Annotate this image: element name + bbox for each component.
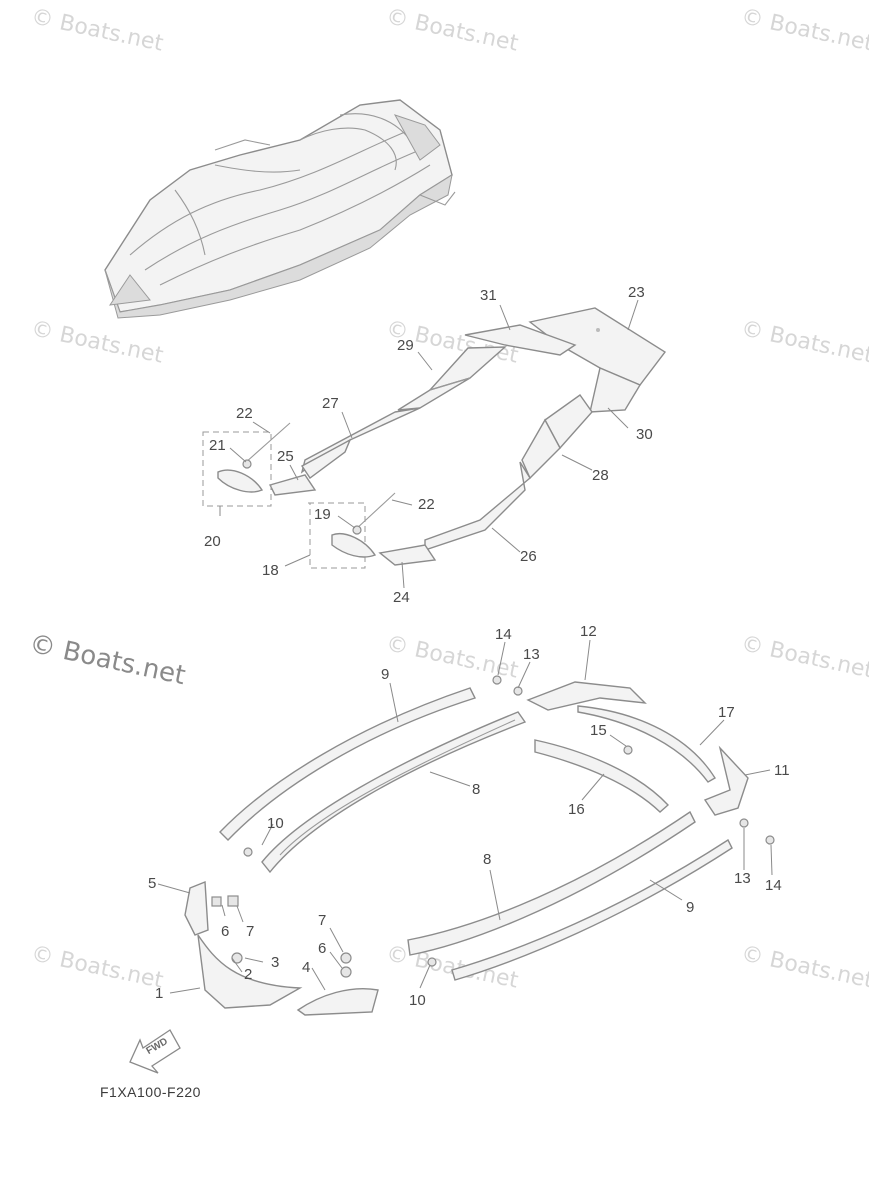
callout-30: 30 — [636, 426, 653, 443]
callout-16: 16 — [568, 801, 585, 818]
diagram-code: F1XA100-F220 — [100, 1084, 201, 1100]
callout-1: 1 — [155, 985, 164, 1002]
callout-29: 29 — [397, 337, 414, 354]
callout-7-b: 7 — [246, 923, 255, 940]
callout-4: 4 — [302, 959, 311, 976]
callout-5: 5 — [148, 875, 157, 892]
leader-lines — [157, 299, 773, 994]
callout-3: 3 — [271, 954, 280, 971]
callout-18: 18 — [262, 562, 279, 579]
callout-22: 22 — [236, 405, 253, 422]
callout-26: 26 — [520, 548, 537, 565]
callout-17: 17 — [718, 704, 735, 721]
callout-25: 25 — [277, 448, 294, 465]
callout-21: 21 — [209, 437, 226, 454]
callout-7: 7 — [318, 912, 327, 929]
mat-set — [202, 307, 667, 569]
callout-8-b: 8 — [483, 851, 492, 868]
callout-10: 10 — [267, 815, 284, 832]
callout-23: 23 — [628, 284, 645, 301]
callout-27: 27 — [322, 395, 339, 412]
forward-arrow-icon — [129, 1029, 181, 1074]
callout-6-b: 6 — [318, 940, 327, 957]
callout-22-b: 22 — [418, 496, 435, 513]
watercraft-illustration — [104, 99, 456, 319]
callout-2: 2 — [244, 966, 253, 983]
callout-6: 6 — [221, 923, 230, 940]
callout-12: 12 — [580, 623, 597, 640]
callout-8: 8 — [472, 781, 481, 798]
callout-13: 13 — [523, 646, 540, 663]
callout-31: 31 — [480, 287, 497, 304]
callout-14-b: 14 — [765, 877, 782, 894]
callout-15: 15 — [590, 722, 607, 739]
callout-13-b: 13 — [734, 870, 751, 887]
callout-20: 20 — [204, 533, 221, 550]
callout-10-b: 10 — [409, 992, 426, 1009]
callout-19: 19 — [314, 506, 331, 523]
callout-24: 24 — [393, 589, 410, 606]
callout-9-b: 9 — [686, 899, 695, 916]
callout-9: 9 — [381, 666, 390, 683]
callout-11: 11 — [774, 762, 790, 779]
callout-28: 28 — [592, 467, 609, 484]
gunwale-moldings — [184, 675, 775, 1016]
callout-14: 14 — [495, 626, 512, 643]
